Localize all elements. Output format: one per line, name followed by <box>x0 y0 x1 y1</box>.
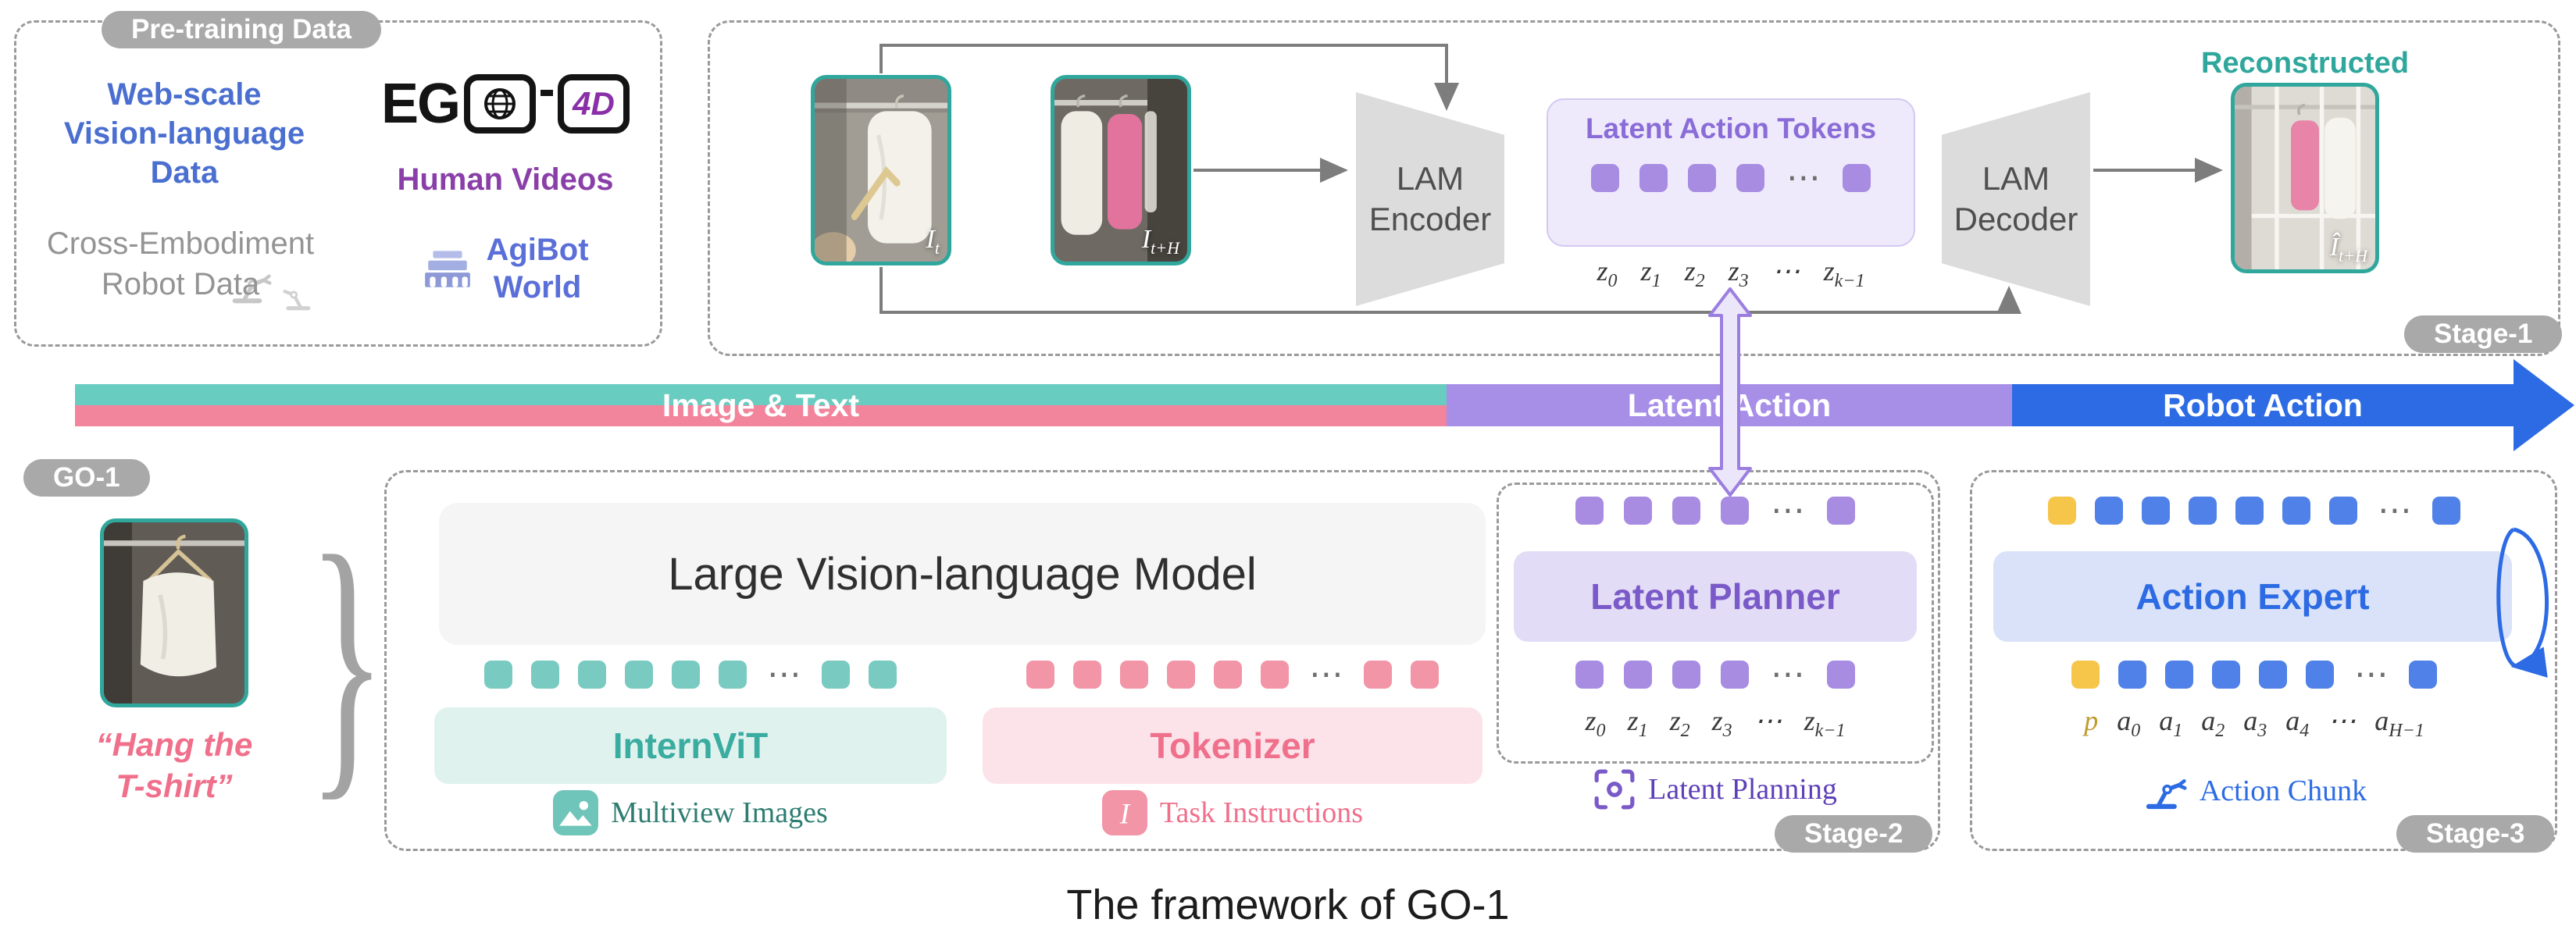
task-icon-glyph: I <box>1119 798 1131 830</box>
human-videos-label: Human Videos <box>397 162 614 197</box>
web-scale-data-label: Web-scale Vision-language Data <box>63 77 305 190</box>
stage2-pill: Stage-2 <box>1775 815 1933 853</box>
task-instructions-icon: I <box>1101 790 1147 835</box>
flow-bar-image-text: Image & Text <box>75 384 1447 426</box>
latent-action-token-row: ⋯ <box>1591 161 1871 195</box>
flow-bar-arrowhead <box>2514 359 2574 451</box>
ego4d-right-lens: 4D <box>558 74 630 134</box>
colosseum-icon <box>425 251 471 287</box>
reconstructed-label: Reconstructed <box>2200 47 2410 80</box>
multiview-images-icon <box>553 790 599 835</box>
latent-planner-box: Latent Planner <box>1514 551 1917 642</box>
frame-photo-it: It <box>811 75 951 265</box>
planner-bottom-token-row: ⋯ <box>1497 657 1934 692</box>
action-chunk-label: Action Chunk <box>2199 775 2367 807</box>
input-group-brace: } <box>308 496 387 825</box>
ego4d-4d-text: 4D <box>573 85 615 122</box>
stage3-pill: Stage-3 <box>2396 815 2555 853</box>
pretraining-title-pill: Pre-training Data <box>102 11 381 48</box>
latent-planning-group: Latent Planning <box>1497 768 1934 810</box>
tokenizer-box: Tokenizer <box>983 707 1482 784</box>
latent-planning-icon <box>1594 769 1635 810</box>
action-top-token-row: ⋯ <box>1989 493 2520 528</box>
frame-label-it: It <box>926 225 940 258</box>
action-expert-box: Action Expert <box>1993 551 2512 642</box>
ego4d-logo: EG 4D <box>353 72 658 136</box>
frame-photo-reconstructed: Ît+H <box>2231 83 2379 273</box>
action-chunk-group: Action Chunk <box>1989 768 2520 814</box>
latent-planning-label: Latent Planning <box>1648 773 1837 806</box>
ego4d-left-lens <box>464 74 537 134</box>
stage3-box <box>1970 470 2557 851</box>
frame-label-reconstructed: Ît+H <box>2329 233 2367 265</box>
stage1-box <box>708 20 2560 356</box>
vision-token-row: ⋯ <box>434 657 947 692</box>
ego4d-eg-text: EG <box>380 73 461 135</box>
figure-caption: The framework of GO-1 <box>1066 882 1510 928</box>
closet-scene-ith <box>1054 79 1187 262</box>
agibot-world-group: AgiBot World <box>361 231 650 306</box>
task-instructions-label: Task Instructions <box>1159 796 1364 829</box>
action-chunk-icon <box>2146 779 2187 810</box>
internvit-box: InternViT <box>434 707 947 784</box>
flow-bar-latent-action: Latent Action <box>1447 384 2012 426</box>
closet-scene-reconstructed <box>2235 87 2375 269</box>
planner-top-token-row: ⋯ <box>1497 493 1934 528</box>
lvlm-box: Large Vision-language Model <box>439 503 1486 645</box>
text-token-row: ⋯ <box>983 657 1482 692</box>
stage2-box <box>384 470 1940 851</box>
latent-action-tokens-box: Latent Action Tokens ⋯ <box>1547 98 1915 247</box>
robot-arm-icon <box>283 290 311 311</box>
action-bottom-token-row: ⋯ <box>1989 657 2520 692</box>
ego4d-glasses-bridge <box>541 90 554 96</box>
cross-embodiment-label: Cross-Embodiment Robot Data <box>46 226 315 301</box>
flow-bar-robot-action: Robot Action <box>2012 384 2514 426</box>
latent-action-tokens-title: Latent Action Tokens <box>1585 112 1877 144</box>
frame-photo-ith: It+H <box>1051 75 1191 265</box>
multiview-images-label: Multiview Images <box>611 796 828 829</box>
go1-observation-photo <box>100 518 248 707</box>
multiview-images-group: Multiview Images <box>434 790 947 835</box>
tshirt-scene <box>104 522 244 703</box>
robot-arm-icon <box>232 274 272 304</box>
frame-label-ith: It+H <box>1141 225 1179 258</box>
task-instruction-text: “Hang the T-shirt” <box>95 726 253 804</box>
go1-pill: GO-1 <box>23 459 150 497</box>
stage1-pill: Stage-1 <box>2404 315 2563 353</box>
globe-icon <box>484 88 516 119</box>
task-instructions-group: I Task Instructions <box>983 790 1482 835</box>
agibot-world-label: AgiBot World <box>486 233 589 305</box>
